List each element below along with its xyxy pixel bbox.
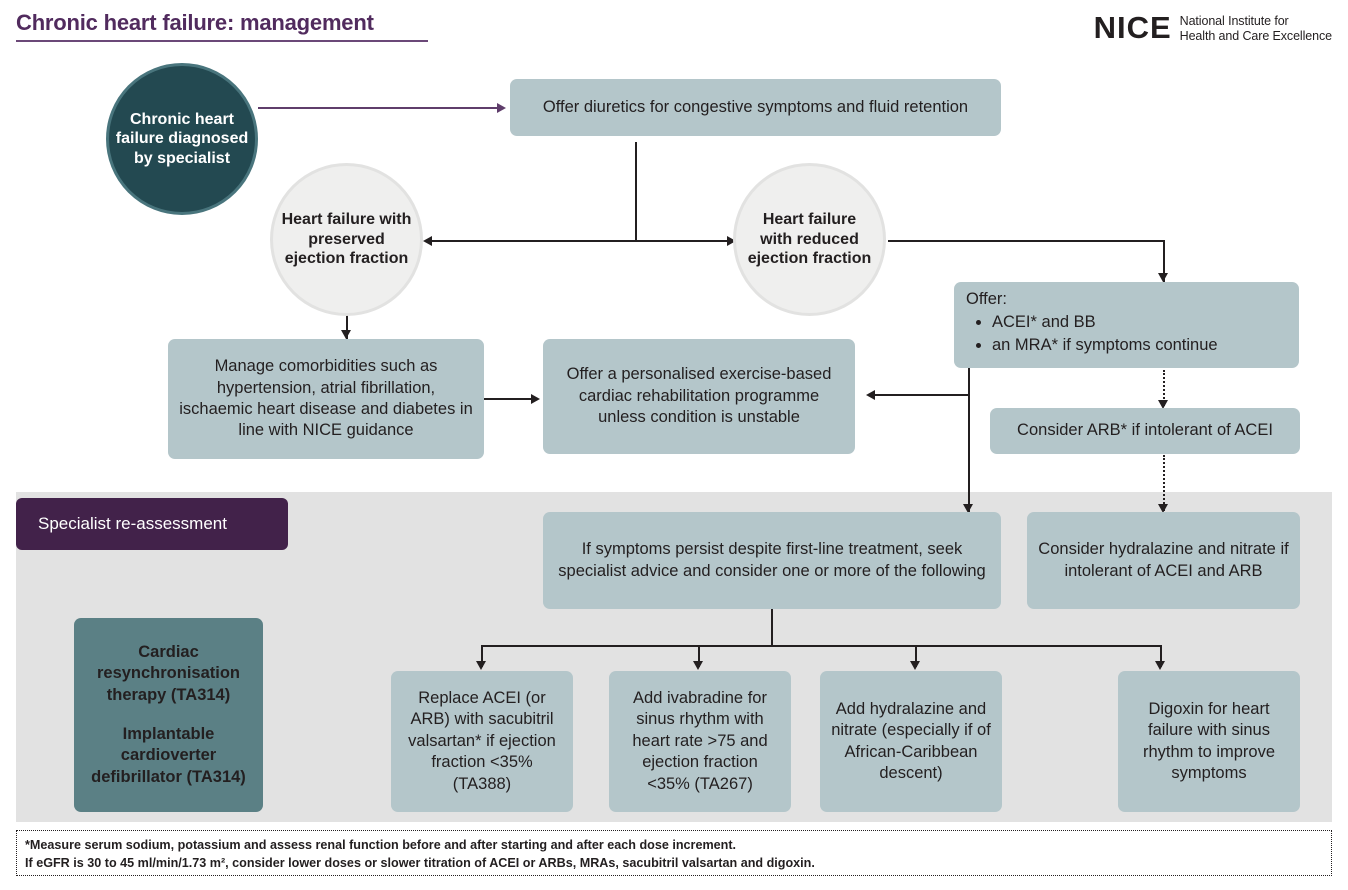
arrowhead-branch-1 [476,661,486,670]
arrowhead-branch-3 [910,661,920,670]
connector-branch-2 [698,645,700,667]
offer-bullet-acei: ACEI* and BB [992,312,1287,334]
offer-bullet-list: ACEI* and BB an MRA* if symptoms continu… [966,312,1287,357]
connector-persist-branch-bar [481,645,1161,647]
node-heart-failure-preserved-ef[interactable]: Heart failure with preserved ejection fr… [270,163,423,316]
footnote-line-1: *Measure serum sodium, potassium and ass… [25,838,737,852]
connector-hfpef-down [346,313,348,339]
page-title: Chronic heart failure: management [16,10,374,35]
node-devices-crt-icd[interactable]: Cardiac resynchronisation therapy (TA314… [74,618,263,812]
connector-start-to-diuretics [258,107,500,109]
connector-branch-3 [915,645,917,667]
connector-arb-to-hydralazine-dotted [1163,455,1165,511]
nice-logo-wordmark: NICE [1093,10,1172,45]
arrowhead-arb-to-hydralazine [1158,504,1168,513]
arrowhead-hfpef-to-comorbidities [341,330,351,339]
connector-split-bar [428,240,736,242]
nice-logo: NICE National Institute for Health and C… [1093,10,1333,45]
device-crt-label: Cardiac resynchronisation therapy (TA314… [96,642,241,704]
connector-branch-4 [1160,645,1162,667]
node-hydralazine-nitrate[interactable]: Add hydralazine and nitrate (especially … [820,671,1002,812]
arrowhead-offer-to-arb [1158,400,1168,409]
offer-title: Offer: [966,290,1007,308]
connector-branch-1 [481,645,483,667]
arrowhead-start-to-diuretics [497,103,506,113]
node-cardiac-rehabilitation[interactable]: Offer a personalised exercise-based card… [543,339,855,454]
node-start-chronic-heart-failure[interactable]: Chronic heart failure diagnosed by speci… [106,63,258,215]
node-consider-hydralazine-intolerant[interactable]: Consider hydralazine and nitrate if into… [1027,512,1300,609]
arrowhead-comorbidities-to-rehab [531,394,540,404]
node-consider-arb[interactable]: Consider ARB* if intolerant of ACEI [990,408,1300,454]
arrowhead-to-hfref [727,236,736,246]
footnote-box: *Measure serum sodium, potassium and ass… [16,830,1332,876]
specialist-reassessment-label: Specialist re-assessment [16,498,288,550]
arrowhead-branch-4 [1155,661,1165,670]
node-offer-acei-bb-mra[interactable]: Offer: ACEI* and BB an MRA* if symptoms … [954,282,1299,368]
nice-logo-subtitle: National Institute for Health and Care E… [1179,14,1332,44]
node-heart-failure-reduced-ef[interactable]: Heart failure with reduced ejection frac… [733,163,886,316]
offer-bullet-mra: an MRA* if symptoms continue [992,335,1287,357]
node-manage-comorbidities[interactable]: Manage comorbidities such as hypertensio… [168,339,484,459]
node-sacubitril-valsartan[interactable]: Replace ACEI (or ARB) with sacubitril va… [391,671,573,812]
node-if-symptoms-persist[interactable]: If symptoms persist despite first-line t… [543,512,1001,609]
connector-hfref-right [888,240,1164,242]
connector-comorbidities-to-rehab [484,398,534,400]
arrowhead-hfref-to-offer [1158,273,1168,282]
connector-offer-down [968,368,970,512]
connector-offer-branch-to-rehab [872,394,970,396]
connector-diuretics-down [635,142,637,241]
node-digoxin[interactable]: Digoxin for heart failure with sinus rhy… [1118,671,1300,812]
arrowhead-offer-to-persist [963,504,973,513]
node-offer-diuretics[interactable]: Offer diuretics for congestive symptoms … [510,79,1001,136]
connector-offer-to-arb-dotted [1163,370,1165,406]
arrowhead-offer-to-rehab [866,390,875,400]
node-ivabradine[interactable]: Add ivabradine for sinus rhythm with hea… [609,671,791,812]
title-underline [16,40,428,42]
device-icd-label: Implantable cardioverter defibrillator (… [91,725,246,786]
connector-persist-down [771,609,773,646]
arrowhead-to-hfpef [423,236,432,246]
connector-hfref-down [1163,240,1165,282]
arrowhead-branch-2 [693,661,703,670]
footnote-line-2: If eGFR is 30 to 45 ml/min/1.73 m², cons… [25,856,815,871]
